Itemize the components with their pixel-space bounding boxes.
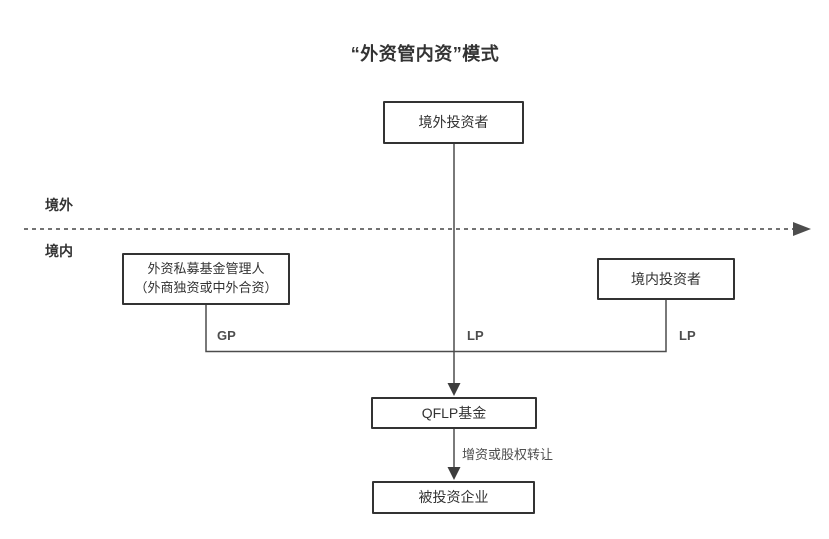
node-domestic-investor: 境内投资者 bbox=[597, 258, 735, 300]
node-qflp-fund-label: QFLP基金 bbox=[421, 404, 487, 421]
node-investee-company: 被投资企业 bbox=[372, 481, 535, 514]
edge-label-lp-overseas: LP bbox=[467, 328, 484, 343]
node-domestic-investor-label: 境内投资者 bbox=[631, 270, 701, 287]
node-qflp-fund: QFLP基金 bbox=[371, 397, 537, 429]
page-title: “外资管内资”模式 bbox=[350, 44, 500, 64]
arrowhead-into-investee-icon bbox=[447, 467, 461, 480]
arrowhead-into-qflp-icon bbox=[447, 383, 461, 396]
boundary-arrowhead-icon bbox=[793, 222, 811, 236]
node-foreign-fund-manager-label-line2: （外商独资或中外合资） bbox=[134, 280, 278, 295]
node-foreign-fund-manager: 外资私募基金管理人 （外商独资或中外合资） bbox=[122, 253, 290, 305]
node-overseas-investor-label: 境外投资者 bbox=[418, 114, 489, 131]
edge-label-lp-domestic: LP bbox=[679, 328, 696, 343]
region-label-domestic: 境内 bbox=[45, 243, 73, 259]
region-label-overseas: 境外 bbox=[45, 197, 73, 213]
edge-label-gp: GP bbox=[217, 328, 236, 343]
edge-label-investment-method: 增资或股权转让 bbox=[462, 447, 554, 462]
node-investee-company-label: 被投资企业 bbox=[418, 489, 489, 506]
node-foreign-fund-manager-label-line1: 外资私募基金管理人 bbox=[147, 261, 265, 277]
edge-gp-lp-connector bbox=[205, 300, 667, 353]
node-overseas-investor: 境外投资者 bbox=[383, 101, 524, 144]
